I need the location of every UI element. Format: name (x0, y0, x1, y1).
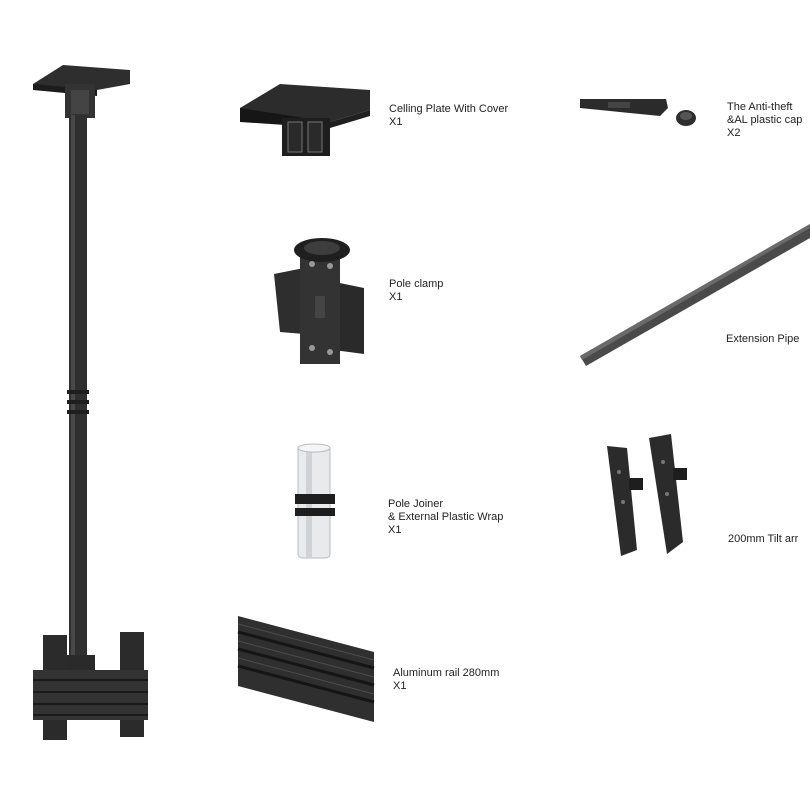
anti-theft-label: The Anti-theft &AL plastic cap X2 (727, 101, 802, 140)
tilt-arm-label: 200mm Tilt arr (728, 533, 798, 546)
anti-theft-name-line2: &AL plastic cap (727, 114, 803, 126)
ceiling-plate-label: Celling Plate With Cover X1 (389, 103, 508, 129)
assembled-ceiling-mount-icon (33, 65, 148, 740)
extension-pipe-label: Extension Pipe (726, 333, 799, 346)
ceiling-plate-name: Celling Plate With Cover (389, 103, 509, 115)
anti-theft-name: The Anti-theft (727, 101, 793, 113)
ceiling-plate-qty: X1 (389, 116, 403, 128)
extension-pipe-name: Extension Pipe (726, 333, 800, 345)
pole-joiner-name: Pole Joiner (388, 498, 444, 510)
tilt-arm-name: 200mm Tilt arr (728, 533, 799, 545)
pole-clamp-icon (274, 238, 364, 364)
pole-clamp-label: Pole clamp X1 (389, 278, 443, 304)
pole-joiner-icon (295, 443, 335, 559)
pole-clamp-name: Pole clamp (389, 278, 444, 290)
anti-theft-cap-icon (580, 99, 696, 126)
pole-joiner-label: Pole Joiner & External Plastic Wrap X1 (388, 498, 503, 537)
pole-joiner-qty: X1 (388, 524, 402, 536)
aluminum-rail-name: Aluminum rail 280mm (393, 667, 500, 679)
pole-joiner-name-line2: & External Plastic Wrap (388, 511, 504, 523)
extension-pipe-icon (580, 224, 810, 366)
tilt-arm-icon (607, 434, 687, 556)
aluminum-rail-qty: X1 (393, 680, 407, 692)
ceiling-plate-icon (240, 84, 370, 156)
aluminum-rail-label: Aluminum rail 280mm X1 (393, 667, 499, 693)
aluminum-rail-icon (237, 616, 375, 722)
pole-clamp-qty: X1 (389, 291, 403, 303)
anti-theft-qty: X2 (727, 127, 741, 139)
